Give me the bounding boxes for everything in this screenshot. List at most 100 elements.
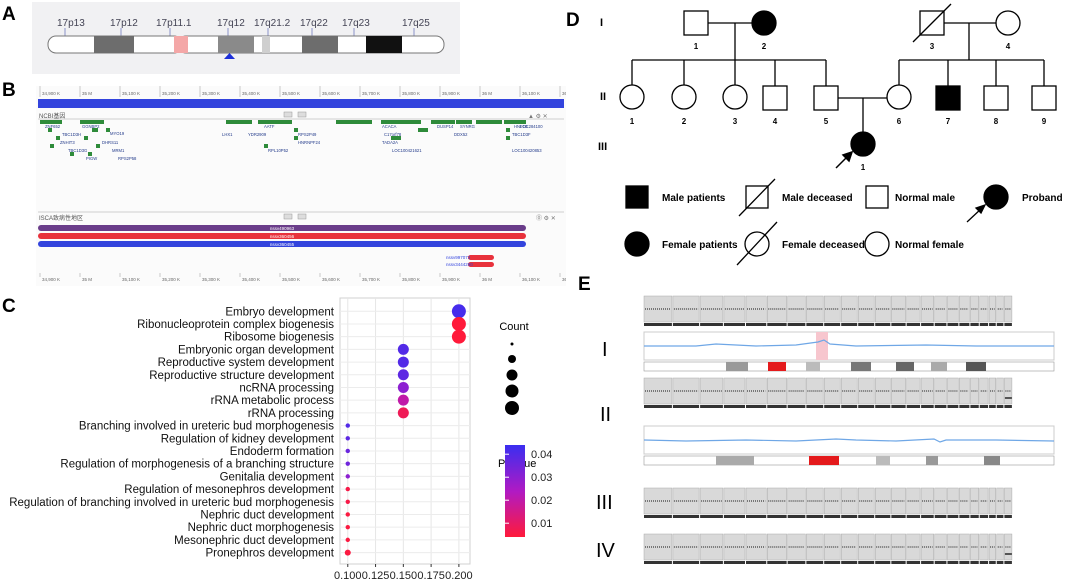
- gene-model[interactable]: [226, 120, 252, 124]
- gene-model[interactable]: [80, 120, 98, 124]
- data-point[interactable]: [345, 512, 350, 517]
- gene-model[interactable]: [264, 144, 268, 148]
- chromosome-axis: [1004, 405, 1012, 408]
- gene-label[interactable]: LOC284100: [520, 124, 543, 129]
- gene-label[interactable]: TBC1D3G: [68, 148, 87, 153]
- gene-label[interactable]: DDX52: [454, 132, 468, 137]
- gene-model[interactable]: [336, 120, 372, 124]
- data-point[interactable]: [397, 369, 409, 381]
- category-label: rRNA metabolic process: [211, 395, 335, 407]
- ruler-tick-label: 34,900 K: [42, 91, 60, 96]
- gene-label[interactable]: DUSP14: [437, 124, 454, 129]
- data-point[interactable]: [397, 381, 409, 393]
- chromosome-axis: [970, 561, 979, 564]
- gene-label[interactable]: C17orf78: [384, 132, 402, 137]
- gene-label[interactable]: LHX1: [222, 132, 233, 137]
- gene-label[interactable]: RPS2P58: [118, 156, 137, 161]
- data-point[interactable]: [451, 304, 466, 319]
- data-point[interactable]: [397, 356, 409, 368]
- gene-label[interactable]: MYO19: [110, 131, 125, 136]
- individual-id: 9: [1042, 117, 1047, 126]
- small-cnv[interactable]: [468, 255, 494, 260]
- gene-label[interactable]: LOC100421621: [392, 148, 422, 153]
- data-point[interactable]: [345, 423, 350, 428]
- gene-model[interactable]: [92, 128, 98, 132]
- locus-marker-icon: [224, 53, 235, 59]
- gene-label[interactable]: HNF1B: [514, 124, 528, 129]
- gene-model[interactable]: [456, 120, 472, 124]
- cnv-track-tools-icon[interactable]: ⓪ ⚙ ✕: [536, 214, 556, 222]
- gene-label[interactable]: AATF: [264, 124, 275, 129]
- chromosome-strip: [787, 487, 806, 515]
- gene-label[interactable]: GGNBP2: [82, 124, 100, 129]
- data-point[interactable]: [345, 486, 350, 492]
- gene-model[interactable]: [514, 120, 520, 124]
- data-point[interactable]: [451, 329, 466, 344]
- gene-label[interactable]: RPL10P52: [268, 148, 289, 153]
- gene-label[interactable]: YDR2909: [248, 132, 267, 137]
- data-point[interactable]: [345, 448, 350, 454]
- gene-model[interactable]: [258, 120, 292, 124]
- gene-label[interactable]: ZNHIT3: [60, 140, 75, 145]
- gene-label[interactable]: TBC1D3F: [512, 132, 531, 137]
- gene-model[interactable]: [391, 136, 401, 140]
- colorbar-tick-label: 0.01: [531, 518, 552, 530]
- gene-model[interactable]: [50, 144, 54, 148]
- data-point[interactable]: [345, 436, 350, 441]
- gene-label[interactable]: ZNF652: [45, 124, 61, 129]
- gene-label[interactable]: TADA2A: [382, 140, 398, 145]
- gene-model[interactable]: [40, 120, 62, 124]
- cnv-bar[interactable]: [38, 225, 526, 231]
- gene-model[interactable]: [88, 152, 92, 156]
- gene-model[interactable]: [506, 136, 510, 140]
- data-point[interactable]: [345, 474, 350, 479]
- gene-model[interactable]: [48, 128, 52, 132]
- data-point[interactable]: [397, 407, 409, 419]
- data-point[interactable]: [344, 549, 351, 556]
- gene-label[interactable]: PIGW: [86, 156, 97, 161]
- data-point[interactable]: [345, 524, 350, 530]
- gene-model[interactable]: [381, 120, 421, 124]
- gene-label[interactable]: ACACA: [382, 124, 397, 129]
- data-point[interactable]: [345, 537, 350, 543]
- gene-model[interactable]: [506, 128, 510, 132]
- gene-label[interactable]: TBC1D3H: [62, 132, 81, 137]
- data-point[interactable]: [397, 343, 409, 355]
- cnv-bar[interactable]: [38, 241, 526, 247]
- gene-label[interactable]: MRM1: [112, 148, 125, 153]
- track-tools-icon[interactable]: ▲ ⚙ ✕: [528, 113, 548, 120]
- chromosome-strip: [970, 295, 979, 323]
- chromosome-17: [47, 35, 445, 54]
- gene-label[interactable]: SYNRG: [460, 124, 475, 129]
- gene-model[interactable]: [294, 128, 298, 132]
- karyotype-strips: [643, 295, 1013, 564]
- expand-icon[interactable]: [297, 111, 307, 118]
- chromosome-axis: [875, 515, 891, 518]
- chromosome-axis: [989, 405, 996, 408]
- gene-label[interactable]: RPS2P49: [298, 132, 317, 137]
- data-point[interactable]: [451, 316, 466, 331]
- gene-label[interactable]: LOC100420853: [512, 148, 542, 153]
- gene-model[interactable]: [56, 136, 60, 140]
- gene-model[interactable]: [294, 136, 298, 140]
- data-point[interactable]: [345, 499, 350, 504]
- gene-model[interactable]: [106, 128, 110, 132]
- gene-model[interactable]: [476, 120, 502, 124]
- gene-model[interactable]: [70, 152, 74, 156]
- ruler-tick-label: 35,800 K: [402, 91, 420, 96]
- chromosome-axis: [841, 405, 858, 408]
- small-cnv[interactable]: [468, 262, 494, 267]
- gene-label[interactable]: HNRNPF24: [298, 140, 321, 145]
- collapse-icon[interactable]: [283, 111, 293, 118]
- gene-model[interactable]: [418, 128, 428, 132]
- data-point[interactable]: [345, 461, 350, 466]
- cnv-bar[interactable]: [38, 233, 526, 239]
- gene-model[interactable]: [84, 136, 88, 140]
- gene-label[interactable]: DHRS11: [102, 140, 119, 145]
- data-point[interactable]: [397, 394, 409, 406]
- gene-model[interactable]: [96, 144, 100, 148]
- gene-model[interactable]: [431, 120, 455, 124]
- gene-model[interactable]: [98, 120, 104, 124]
